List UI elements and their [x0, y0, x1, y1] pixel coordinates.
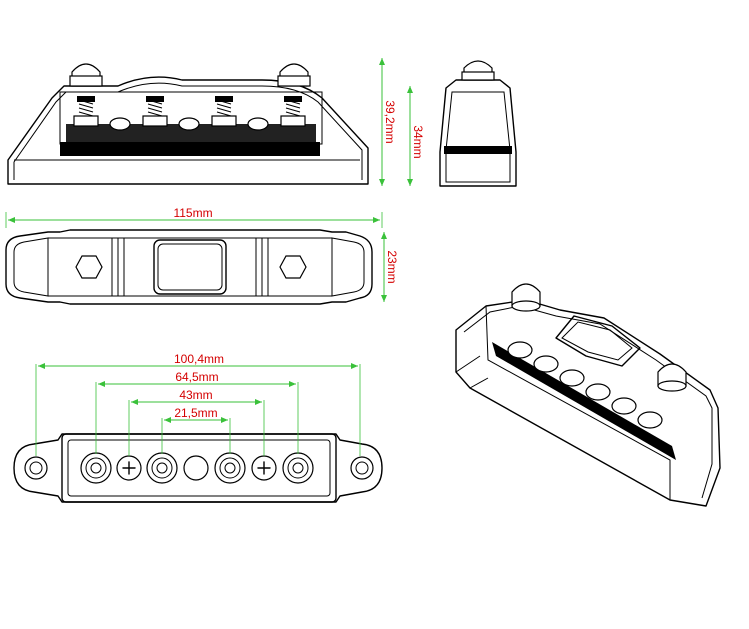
dim-span-mount-label: 100,4mm: [174, 352, 224, 366]
iso-cap-nut-right: [657, 363, 687, 392]
bottom-view: [13, 433, 383, 503]
dim-span-inner-label: 21,5mm: [174, 406, 217, 420]
mount-hole-right: [350, 456, 374, 480]
isometric-view: [455, 283, 721, 507]
dim-span-outer-label: 64,5mm: [175, 370, 218, 384]
dim-width: 23mm: [381, 232, 399, 302]
dim-span-mount: 100,4mm: [35, 352, 361, 456]
iso-cap-nut-left: [511, 283, 541, 312]
dim-span-outer: 64,5mm: [95, 370, 299, 454]
side-view: [439, 60, 517, 187]
dim-width-label: 23mm: [385, 250, 399, 283]
dim-span-mid-label: 43mm: [179, 388, 212, 402]
screw-terminals: [116, 455, 277, 481]
terminal-studs: [80, 452, 314, 484]
dim-length-label: 115mm: [173, 206, 212, 220]
dim-height-total-label: 39,2mm: [383, 100, 397, 143]
front-studs: [73, 96, 306, 131]
dim-span-mid: 43mm: [128, 388, 265, 456]
dim-height-side-label: 34mm: [411, 125, 425, 158]
mount-hole-left: [24, 456, 48, 480]
dim-height-total: 39,2mm: [379, 58, 397, 186]
dim-length: 115mm: [5, 206, 383, 228]
dim-span-inner: 21,5mm: [161, 406, 231, 454]
top-view: [5, 229, 373, 305]
top-hex-nut-right: [279, 255, 307, 279]
dim-height-side: 34mm: [407, 86, 425, 186]
front-view: [7, 63, 369, 185]
front-cap-nuts: [69, 63, 311, 87]
top-hex-nut-left: [75, 255, 103, 279]
iso-terminals: [507, 341, 663, 429]
